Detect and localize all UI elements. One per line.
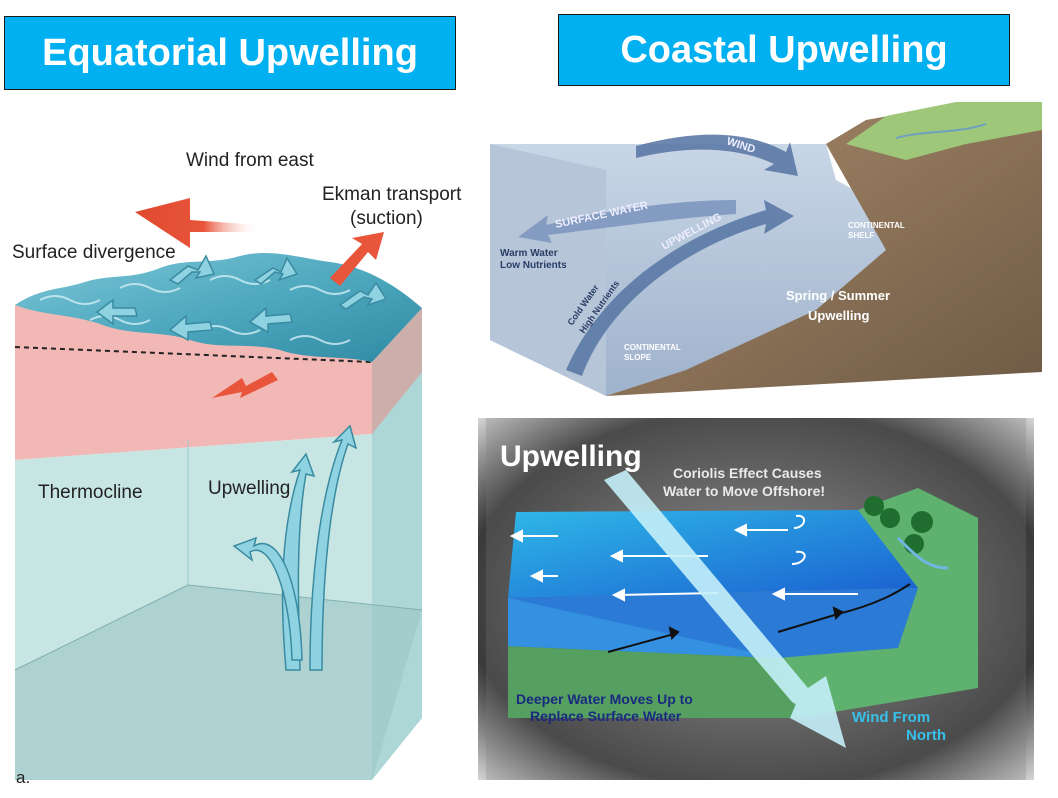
season-label-2: Upwelling bbox=[808, 308, 869, 323]
ekman-arrow bbox=[330, 232, 384, 286]
coastal-title: Coastal Upwelling bbox=[558, 14, 1010, 86]
divergence-arrows bbox=[95, 254, 388, 342]
offshore-arrows bbox=[509, 514, 858, 602]
ekman-label-line1: Ekman transport bbox=[322, 184, 462, 205]
downward-arrow bbox=[212, 372, 278, 398]
upwelling-label: Upwelling bbox=[208, 478, 290, 499]
wind-from-north-label-1: Wind From bbox=[852, 709, 930, 726]
deeper-water-label-1: Deeper Water Moves Up to bbox=[516, 691, 693, 707]
wind-arrow bbox=[135, 198, 260, 248]
wind-label: Wind from east bbox=[186, 150, 314, 171]
ekman-label-line2: (suction) bbox=[350, 208, 423, 229]
coriolis-effect-label-1: Coriolis Effect Causes bbox=[673, 465, 822, 481]
warm-water-label-1: Warm Water bbox=[500, 248, 558, 259]
divergence-label: Surface divergence bbox=[12, 242, 176, 263]
equatorial-diagram: Wind from east Ekman transport (suction)… bbox=[0, 140, 470, 793]
equatorial-title: Equatorial Upwelling bbox=[4, 16, 456, 90]
coastal-diagram: WIND SURFACE WATER UPWELLING Warm Water … bbox=[486, 100, 1046, 396]
upwelling-arrows bbox=[232, 424, 358, 671]
trees-icon bbox=[864, 496, 949, 570]
wind-from-north-arrow bbox=[604, 470, 846, 748]
land-block bbox=[606, 104, 1042, 396]
continental-shelf-label-1: CONTINENTAL bbox=[848, 221, 905, 230]
surface-water-arrow bbox=[518, 200, 736, 243]
deeper-water-label-2: Replace Surface Water bbox=[530, 708, 682, 724]
warm-water-label-2: Low Nutrients bbox=[500, 260, 567, 271]
thermocline-dashed-line bbox=[14, 346, 373, 363]
coriolis-title: Upwelling bbox=[500, 440, 642, 473]
deep-water-arrows bbox=[607, 583, 911, 653]
wind-from-north-label-2: North bbox=[906, 727, 946, 744]
continental-shelf-label-2: SHELF bbox=[848, 231, 874, 240]
thermocline-label: Thermocline bbox=[38, 482, 143, 503]
coriolis-diagram: Upwelling Coriolis Effect Causes Water t… bbox=[478, 418, 1034, 780]
continental-slope-label-2: SLOPE bbox=[624, 353, 652, 362]
ocean-surface bbox=[15, 252, 422, 362]
warm-layer bbox=[15, 305, 372, 460]
coriolis-effect-label-2: Water to Move Offshore! bbox=[663, 483, 825, 499]
coastal-wind-arrow bbox=[636, 134, 798, 176]
coriolis-water-top bbox=[508, 510, 918, 598]
coastal-upwelling-arrow bbox=[566, 200, 794, 376]
season-label-1: Spring / Summer bbox=[786, 288, 890, 303]
figure-letter: a. bbox=[16, 768, 30, 787]
continental-slope-label-1: CONTINENTAL bbox=[624, 343, 681, 352]
